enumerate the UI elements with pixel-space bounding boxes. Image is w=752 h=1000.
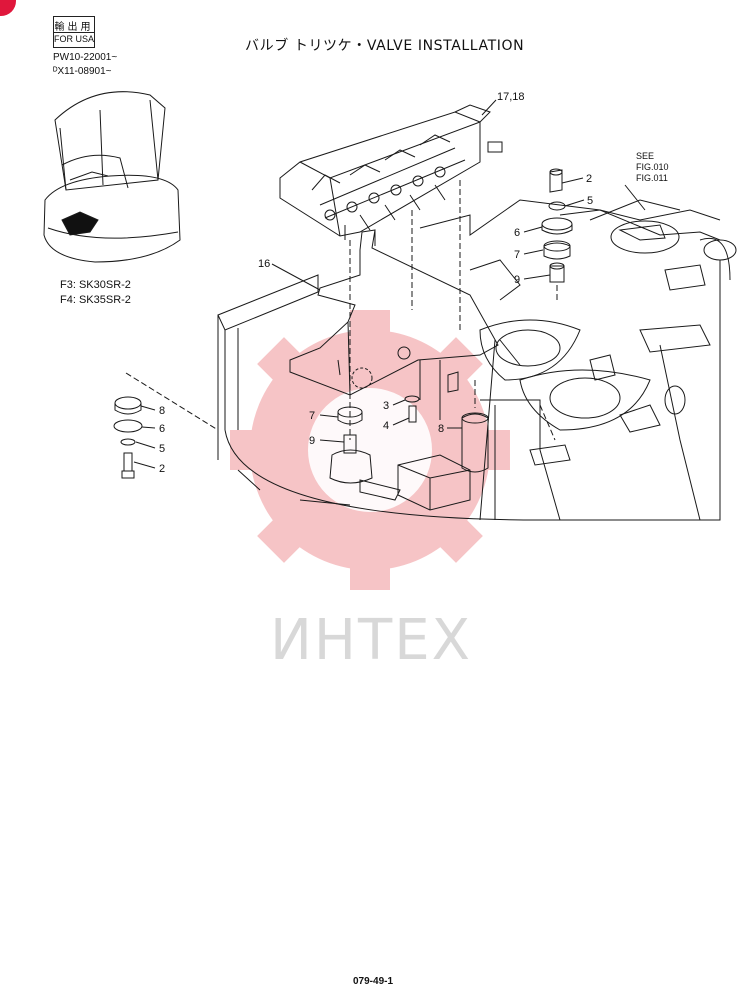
- callout-16: 16: [258, 258, 270, 270]
- callout-left-2: 2: [159, 463, 165, 475]
- see-fig-011: FIG.011: [636, 173, 668, 183]
- for-usa-label-en: FOR USA: [54, 34, 95, 44]
- page-title: バルブ トリツケ・VALVE INSTALLATION: [245, 38, 525, 54]
- center-mount-parts: [329, 359, 489, 484]
- callout-left-8: 8: [159, 405, 165, 417]
- callout-17-18: 17,18: [497, 91, 525, 103]
- for-usa-label-jp: 輸出用: [54, 22, 94, 33]
- callout-center-3: 3: [383, 400, 389, 412]
- watermark-text: ИНТЕХ: [270, 608, 472, 673]
- valve-bracket: [289, 229, 499, 396]
- callout-center-4: 4: [383, 420, 389, 432]
- callout-right-2: 2: [586, 173, 592, 185]
- model-f4: F4: SK35SR-2: [60, 294, 131, 306]
- see-fig-010: FIG.010: [636, 162, 669, 172]
- see-figure-reference: SEE FIG.010 FIG.011: [636, 151, 669, 184]
- upper-frame: [217, 199, 737, 521]
- serial-range-2: ᴰX11-08901~: [53, 66, 112, 77]
- callout-left-5: 5: [159, 443, 165, 455]
- callout-right-7: 7: [514, 249, 520, 261]
- callout-right-6: 6: [514, 227, 520, 239]
- model-f3: F3: SK30SR-2: [60, 279, 131, 291]
- callout-center-8: 8: [438, 423, 444, 435]
- right-parts-stack: [541, 168, 573, 283]
- cab-thumbnail: [43, 91, 181, 263]
- serial-range-1: PW10-22001~: [53, 52, 118, 63]
- left-parts-stack: [113, 396, 143, 479]
- callout-center-9: 9: [309, 435, 315, 447]
- callout-center-7: 7: [309, 410, 315, 422]
- callout-left-6: 6: [159, 423, 165, 435]
- leader-lines: [133, 99, 646, 469]
- callout-right-5: 5: [587, 195, 593, 207]
- for-usa-divider: [54, 32, 94, 33]
- centerlines: [125, 180, 558, 441]
- control-valve-assembly: [279, 104, 503, 246]
- for-usa-box: 輸出用 FOR USA: [53, 16, 95, 48]
- page-code: 079-49-1: [353, 976, 394, 987]
- see-label: SEE: [636, 151, 655, 161]
- callout-right-9: 9: [514, 274, 520, 286]
